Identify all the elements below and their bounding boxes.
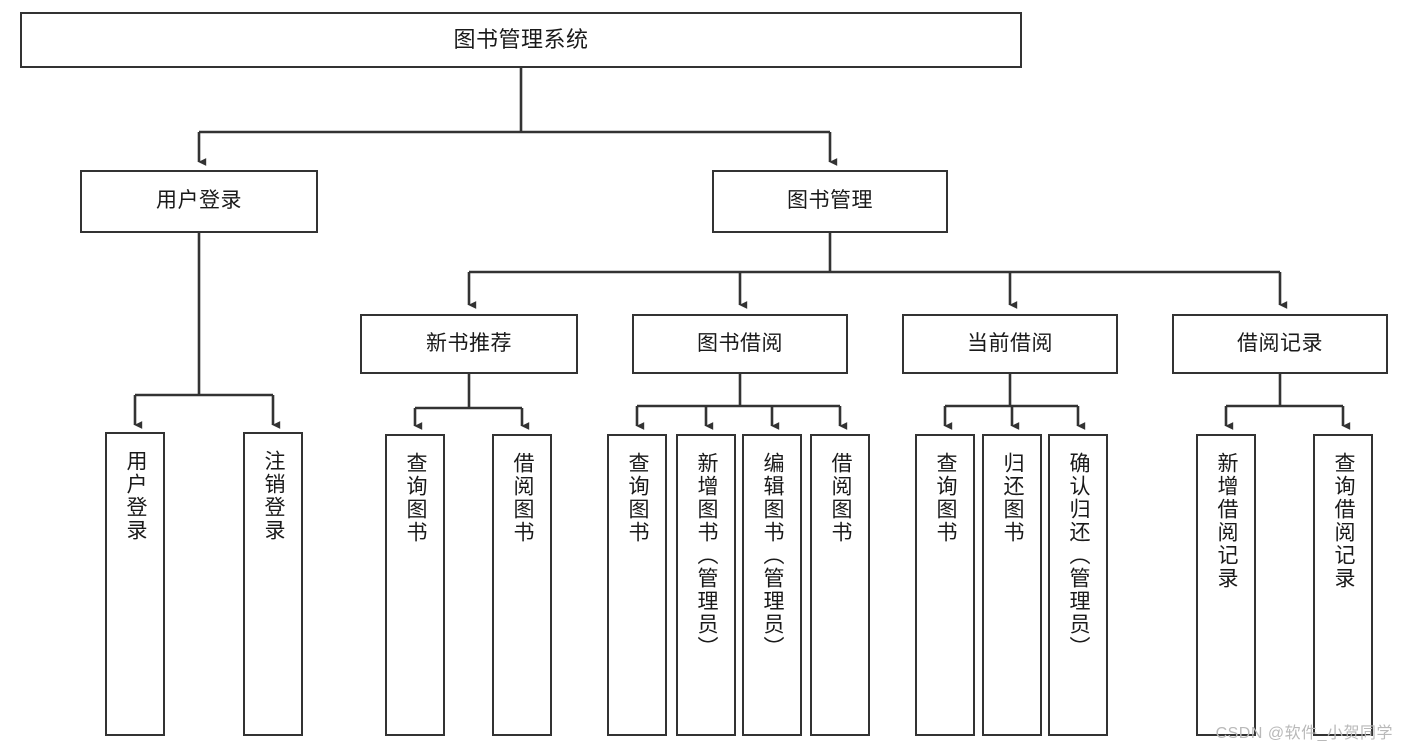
node-label: 新增借阅记录	[1215, 452, 1239, 590]
node-leaf-borrow-book-2[interactable]: 借阅图书	[810, 434, 870, 736]
node-new-book-recommend[interactable]: 新书推荐	[360, 314, 578, 374]
node-label: 借阅记录	[1237, 331, 1323, 355]
node-label: 查询借阅记录	[1332, 452, 1356, 590]
node-label: 注销登录	[262, 450, 286, 542]
csdn-watermark: CSDN @软件_小贺同学	[1215, 725, 1393, 742]
node-leaf-user-login[interactable]: 用户登录	[105, 432, 165, 736]
node-borrow-record[interactable]: 借阅记录	[1172, 314, 1388, 374]
node-label: 归还图书	[1001, 452, 1025, 544]
node-label: 当前借阅	[967, 331, 1053, 355]
node-label: 用户登录	[124, 450, 148, 542]
node-label: 图书管理	[787, 189, 873, 213]
node-label: 新书推荐	[426, 331, 512, 355]
node-leaf-borrow-book-1[interactable]: 借阅图书	[492, 434, 552, 736]
node-label: 借阅图书	[829, 452, 853, 544]
node-root-book-management-system[interactable]: 图书管理系统	[20, 12, 1022, 68]
node-label: 查询图书	[626, 452, 650, 544]
node-book-management[interactable]: 图书管理	[712, 170, 948, 233]
node-label: 查询图书	[934, 452, 958, 544]
node-leaf-edit-book[interactable]: 编辑图书（管理员）	[742, 434, 802, 736]
node-user-login[interactable]: 用户登录	[80, 170, 318, 233]
node-label: 新增图书（管理员）	[695, 452, 719, 659]
node-leaf-confirm-return[interactable]: 确认归还（管理员）	[1048, 434, 1108, 736]
node-label: 用户登录	[156, 189, 242, 213]
node-label: 确认归还（管理员）	[1067, 452, 1091, 659]
node-leaf-return-book[interactable]: 归还图书	[982, 434, 1042, 736]
node-label: 查询图书	[404, 452, 428, 544]
node-label: 图书借阅	[697, 331, 783, 355]
node-current-borrow[interactable]: 当前借阅	[902, 314, 1118, 374]
node-leaf-query-book-3[interactable]: 查询图书	[915, 434, 975, 736]
node-label: 图书管理系统	[453, 27, 589, 53]
node-leaf-query-book-1[interactable]: 查询图书	[385, 434, 445, 736]
node-label: 借阅图书	[511, 452, 535, 544]
node-label: 编辑图书（管理员）	[761, 452, 785, 659]
node-book-borrow[interactable]: 图书借阅	[632, 314, 848, 374]
node-leaf-add-record[interactable]: 新增借阅记录	[1196, 434, 1256, 736]
node-leaf-logout-login[interactable]: 注销登录	[243, 432, 303, 736]
node-leaf-add-book[interactable]: 新增图书（管理员）	[676, 434, 736, 736]
node-leaf-query-book-2[interactable]: 查询图书	[607, 434, 667, 736]
node-leaf-query-record[interactable]: 查询借阅记录	[1313, 434, 1373, 736]
